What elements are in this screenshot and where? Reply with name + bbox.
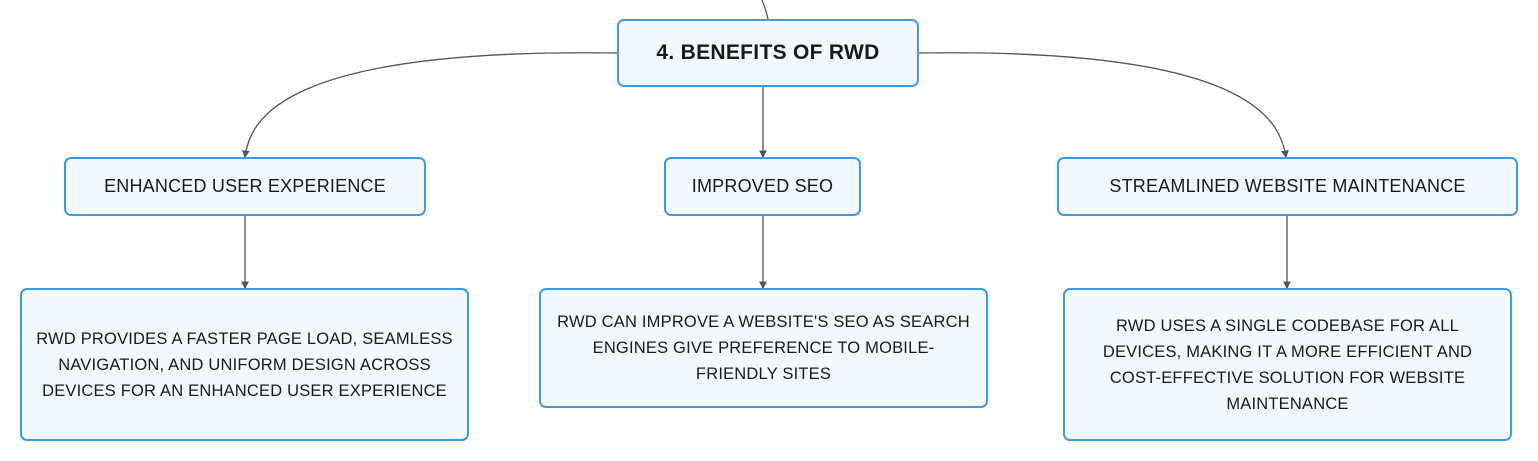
subtopic-node-ux[interactable]: ENHANCED USER EXPERIENCE [64,157,426,216]
root-topic-node[interactable]: 4. BENEFITS OF RWD [617,19,919,87]
subtopic-label-seo: IMPROVED SEO [691,176,834,196]
detail-node-maintenance[interactable]: RWD USES A SINGLE CODEBASE FOR ALL DEVIC… [1063,288,1512,441]
root-topic-label: 4. BENEFITS OF RWD [656,41,880,64]
detail-node-ux[interactable]: RWD PROVIDES A FASTER PAGE LOAD, SEAMLES… [20,288,469,441]
subtopic-label-maintenance: STREAMLINED WEBSITE MAINTENANCE [1109,176,1466,196]
parent-connector [761,0,769,20]
subtopic-label-ux: ENHANCED USER EXPERIENCE [104,176,386,196]
connector-root-to-ux [242,52,618,159]
detail-node-seo[interactable]: RWD CAN IMPROVE A WEBSITE'S SEO AS SEARC… [539,288,988,408]
connector-root-to-maintenance [918,52,1289,159]
subtopic-node-maintenance[interactable]: STREAMLINED WEBSITE MAINTENANCE [1057,157,1518,216]
subtopic-node-seo[interactable]: IMPROVED SEO [664,157,861,216]
detail-text-maintenance: RWD USES A SINGLE CODEBASE FOR ALL DEVIC… [1102,316,1473,413]
detail-text-ux: RWD PROVIDES A FASTER PAGE LOAD, SEAMLES… [36,329,453,400]
detail-text-seo: RWD CAN IMPROVE A WEBSITE'S SEO AS SEARC… [557,313,970,383]
